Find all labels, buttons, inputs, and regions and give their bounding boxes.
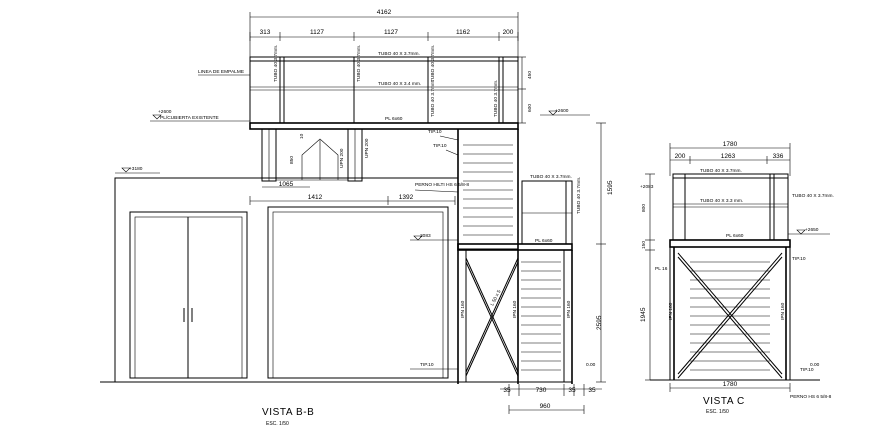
upper-stair-treads bbox=[463, 144, 513, 236]
vc-dim-1945: 1945 bbox=[640, 307, 647, 322]
dim-top-2: 1127 bbox=[310, 29, 324, 36]
level-2083: 2083 bbox=[420, 233, 431, 239]
tube-label-4: TUBO 40 3.7mm. bbox=[430, 80, 436, 117]
perno-label: PERNO HILTI HS 6 5/8-8 bbox=[415, 182, 469, 188]
vc-dim-top-336: 336 bbox=[773, 153, 784, 160]
upn-label-2: UPN 200 bbox=[364, 138, 370, 158]
level-0: 0.00 bbox=[586, 362, 596, 368]
vc-pl-label: PL 6x60 bbox=[726, 233, 744, 239]
dim-top-4: 1162 bbox=[456, 29, 470, 36]
lower-structure: IPN 160 IPN 160 IPN 160 L 50 x 5 TIP.10 … bbox=[410, 249, 596, 384]
dim-top-3: 1127 bbox=[384, 29, 398, 36]
dim-2595: 2595 bbox=[596, 315, 603, 330]
dim-railing-450: 450 bbox=[527, 71, 533, 79]
dim-bottom-960: 960 bbox=[540, 403, 551, 410]
vc-dim-top-200: 200 bbox=[675, 153, 686, 160]
vc-stair-treads bbox=[690, 261, 770, 371]
dim-1392: 1392 bbox=[399, 194, 414, 201]
upper-deck: PL 6x60 PL/CUBIERTA EXISTENTE +2600 +260… bbox=[150, 108, 590, 130]
vc-dim-150: 150 bbox=[641, 241, 647, 249]
lower-stair-treads bbox=[521, 261, 561, 371]
tube-label-5: TUBO 40 3.7mm. bbox=[493, 80, 499, 117]
vc-lower-structure: PL 16 IPN 160 IPN 160 TIP.10 0.00 TIP.10 bbox=[650, 246, 820, 381]
dim-10: 10 bbox=[299, 133, 305, 139]
vc-ipn-1: IPN 160 bbox=[668, 302, 674, 320]
vista-c-title: VISTA C bbox=[703, 396, 745, 407]
vista-bb-title: VISTA B-B bbox=[262, 407, 314, 418]
vc-dim-left: 800 150 1945 +2083 bbox=[640, 173, 655, 381]
vc-dim-bottom: 1780 PERNO HS 6 5/8-8 bbox=[669, 381, 832, 400]
vista-bb-scale: ESC. 1/50 bbox=[266, 421, 289, 427]
dim-railing-height: 450 600 bbox=[518, 56, 533, 124]
dim-vertical-right: 1595 2595 bbox=[596, 122, 614, 383]
garage-opening bbox=[267, 206, 449, 379]
vc-dim-top-total: 1780 bbox=[723, 141, 738, 148]
deck-columns: UPN 200 UPN 200 bbox=[261, 128, 370, 182]
vc-level-top: +2083 bbox=[640, 184, 654, 190]
dim-overall-text: 4162 bbox=[377, 9, 392, 16]
existing-building: +3180 bbox=[100, 166, 470, 383]
dim-1065: 1065 bbox=[279, 181, 294, 188]
vc-tip-label-2: TIP.10 bbox=[800, 367, 814, 373]
ipn-label-2: IPN 160 bbox=[512, 300, 518, 318]
railing: TUBO 40 X 3.7mm. TUBO 40 X 3.4 mm. TUBO … bbox=[198, 45, 519, 124]
ipn-label-1: IPN 160 bbox=[460, 300, 466, 318]
tube-label-1: TUBO 40 3.7mm. bbox=[273, 45, 279, 82]
tube-right-label: TUBO 40 X 3.7mm. bbox=[530, 174, 572, 180]
upn-label-1: UPN 200 bbox=[339, 148, 345, 168]
level-2600-left: +2600 bbox=[158, 109, 172, 115]
dim-850: 850 bbox=[289, 156, 295, 164]
tube-label-3: TUBO 40 3.7mm. bbox=[430, 45, 436, 82]
vc-ipn-2: IPN 160 bbox=[780, 302, 786, 320]
dim-bottom-35a: 35 bbox=[503, 387, 511, 394]
pl-existing-label: PL/CUBIERTA EXISTENTE bbox=[160, 115, 219, 121]
vc-railing: TUBO 40 X 3.7mm. TUBO 40 X 3.3 mm. TUBO … bbox=[672, 168, 834, 241]
vc-dim-bottom-total: 1780 bbox=[723, 381, 738, 388]
pl-mid-label: PL 6x60 bbox=[535, 238, 553, 244]
tube-right-vert-label: TUBO 40 3.7mm. bbox=[576, 177, 582, 214]
vista-bb: 4162 313 1127 1127 1162 200 bbox=[100, 9, 614, 427]
vc-level-0: 0.00 bbox=[810, 362, 820, 368]
railing-tube-top-label: TUBO 40 X 3.7mm. bbox=[378, 51, 420, 57]
dim-top-1: 313 bbox=[260, 29, 271, 36]
vc-level-2650: +2650 bbox=[805, 227, 819, 233]
tip-label-2: TIP.10 bbox=[433, 143, 447, 149]
vc-tube-mid: TUBO 40 X 3.3 mm. bbox=[700, 198, 743, 204]
tip-label-1: TIP.10 bbox=[428, 129, 442, 135]
level-3180: +3180 bbox=[129, 166, 143, 172]
railing-tube-mid-label: TUBO 40 X 3.4 mm. bbox=[378, 81, 421, 87]
dim-1595: 1595 bbox=[607, 180, 614, 195]
vc-tube-top: TUBO 40 X 3.7mm. bbox=[700, 168, 742, 174]
vc-dim-800: 800 bbox=[641, 204, 647, 212]
vista-c: 1780 200 1263 336 TUBO 40 X 3.7mm. TUBO … bbox=[640, 141, 834, 415]
dim-bottom-730: 730 bbox=[536, 387, 547, 394]
linea-empalme-label: LINEA DE EMPALME bbox=[198, 69, 244, 75]
dim-bottom: 35 730 35 35 960 bbox=[500, 384, 602, 414]
vista-c-scale: ESC. 1/50 bbox=[706, 409, 729, 415]
vc-dim-top-1263: 1263 bbox=[721, 153, 736, 160]
dim-bottom-35b: 35 bbox=[568, 387, 576, 394]
diag-label: L 50 x 5 bbox=[489, 289, 502, 307]
dim-mid: 1065 1412 1392 bbox=[249, 181, 456, 205]
vc-perno: PERNO HS 6 5/8-8 bbox=[790, 394, 832, 400]
vc-tube-right: TUBO 40 X 3.7mm. bbox=[792, 193, 834, 199]
level-2600-right: +2600 bbox=[555, 108, 569, 114]
vc-tip-label: TIP.10 bbox=[792, 256, 806, 262]
vc-deck bbox=[669, 239, 791, 248]
dim-1412: 1412 bbox=[308, 194, 323, 201]
ipn-label-3: IPN 160 bbox=[566, 300, 572, 318]
vc-dim-top: 1780 200 1263 336 bbox=[669, 141, 791, 176]
dim-top-chain: 313 1127 1127 1162 200 bbox=[249, 29, 519, 41]
pl-top-label: PL 6x60 bbox=[385, 116, 403, 122]
vc-pl16: PL 16 bbox=[655, 266, 668, 272]
tip-label-3: TIP.10 bbox=[420, 362, 434, 368]
dim-bottom-35c: 35 bbox=[588, 387, 596, 394]
dim-railing-600: 600 bbox=[527, 104, 533, 112]
tube-label-2: TUBO 40 3.7mm. bbox=[356, 45, 362, 82]
dim-top-5: 200 bbox=[503, 29, 514, 36]
